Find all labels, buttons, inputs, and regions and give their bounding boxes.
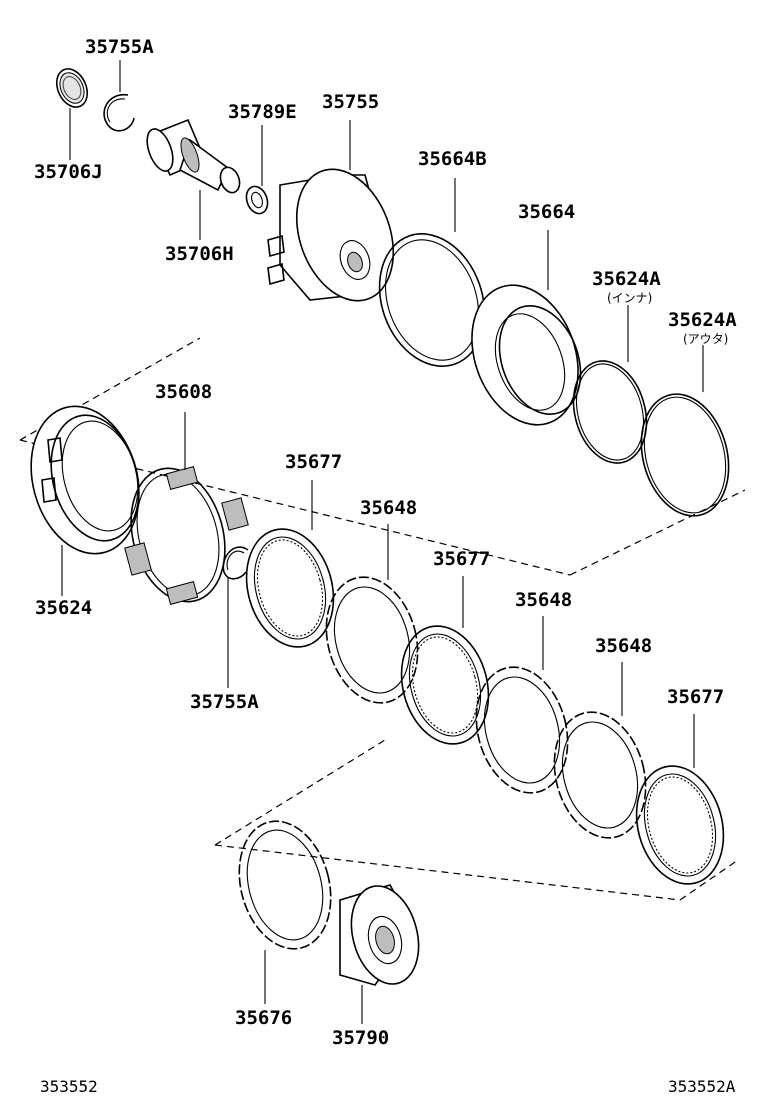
- label-35677-2: 35677: [433, 548, 490, 570]
- label-35676: 35676: [235, 1007, 292, 1029]
- label-35608: 35608: [155, 381, 212, 403]
- part-35677-plate-2[interactable]: [389, 616, 501, 754]
- part-35789E-washer[interactable]: [243, 183, 271, 216]
- label-35664: 35664: [518, 201, 575, 223]
- label-35755: 35755: [322, 91, 379, 113]
- part-35648-disc-1[interactable]: [313, 567, 431, 713]
- part-35624A-inner-oring[interactable]: [563, 353, 658, 472]
- label-35706J: 35706J: [34, 161, 103, 183]
- footer-ref-right: 353552A: [668, 1077, 736, 1096]
- label-35677-1: 35677: [285, 451, 342, 473]
- part-35755A-snap-ring-mid[interactable]: [222, 546, 249, 580]
- part-35624A-outer-oring[interactable]: [628, 384, 741, 526]
- label-35624A-inner-note: (インナ): [607, 291, 652, 305]
- label-35789E: 35789E: [228, 101, 297, 123]
- label-35755A-top: 35755A: [85, 36, 154, 58]
- part-35790-hub[interactable]: [339, 878, 429, 991]
- footer-ref-left: 353552: [40, 1077, 98, 1096]
- part-35755A-snap-ring-top[interactable]: [103, 94, 135, 132]
- part-35706H-shaft[interactable]: [142, 118, 243, 195]
- part-35648-disc-2[interactable]: [463, 657, 581, 803]
- part-35664B-snap-ring[interactable]: [362, 219, 502, 381]
- part-35677-plate-1[interactable]: [234, 519, 346, 657]
- group-boundary-lower: [214, 739, 739, 901]
- part-35624-cylinder[interactable]: [15, 394, 154, 566]
- label-35648-3: 35648: [595, 635, 652, 657]
- label-35677-3: 35677: [667, 686, 724, 708]
- part-35706J-bearing[interactable]: [51, 64, 93, 112]
- label-35624A-outer-note: (アウタ): [683, 332, 728, 346]
- label-35624A-outer: 35624A: [668, 309, 737, 331]
- label-35648-1: 35648: [360, 497, 417, 519]
- part-35676-flange[interactable]: [226, 811, 345, 959]
- group-boundary-upper: [19, 337, 746, 576]
- part-35648-disc-3[interactable]: [541, 702, 659, 848]
- label-35664B: 35664B: [418, 148, 487, 170]
- label-35706H: 35706H: [165, 243, 234, 265]
- label-35790: 35790: [332, 1027, 389, 1049]
- label-35624: 35624: [35, 597, 92, 619]
- label-35755A-mid: 35755A: [190, 691, 259, 713]
- label-35624A-inner: 35624A: [592, 268, 661, 290]
- part-35608-one-way-clutch[interactable]: [117, 458, 249, 613]
- part-35677-plate-3[interactable]: [624, 756, 736, 894]
- label-35648-2: 35648: [515, 589, 572, 611]
- part-35755-clutch-drum[interactable]: [267, 156, 411, 315]
- part-35664-piston[interactable]: [453, 270, 596, 440]
